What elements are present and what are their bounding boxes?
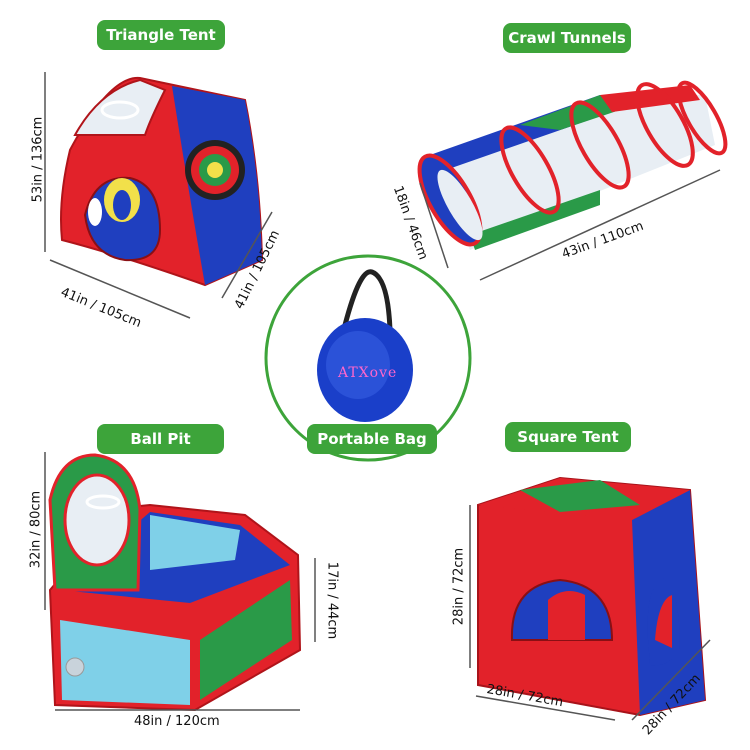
crawl-tunnel-illustration (417, 80, 728, 250)
square-tent-label: Square Tent (505, 422, 631, 452)
ballpit-width-dim: 48in / 120cm (134, 714, 220, 729)
portable-bag-illustration (317, 269, 413, 422)
ballpit-wall-dim: 17in / 44cm (324, 561, 340, 640)
bag-brand-logo: ATXove (338, 365, 398, 381)
ball-pit-label: Ball Pit (97, 424, 224, 454)
triangle-tent-illustration (60, 76, 264, 287)
ball-pit-illustration (48, 453, 302, 712)
crawl-tunnels-label: Crawl Tunnels (503, 23, 631, 53)
square-height-dim: 28in / 72cm (451, 547, 467, 626)
portable-bag-label: Portable Bag (307, 424, 437, 454)
triangle-height-dim: 53in / 136cm (30, 116, 46, 203)
square-tent-illustration (477, 476, 707, 717)
ballpit-height-dim: 32in / 80cm (28, 490, 44, 569)
triangle-tent-label: Triangle Tent (97, 20, 225, 50)
